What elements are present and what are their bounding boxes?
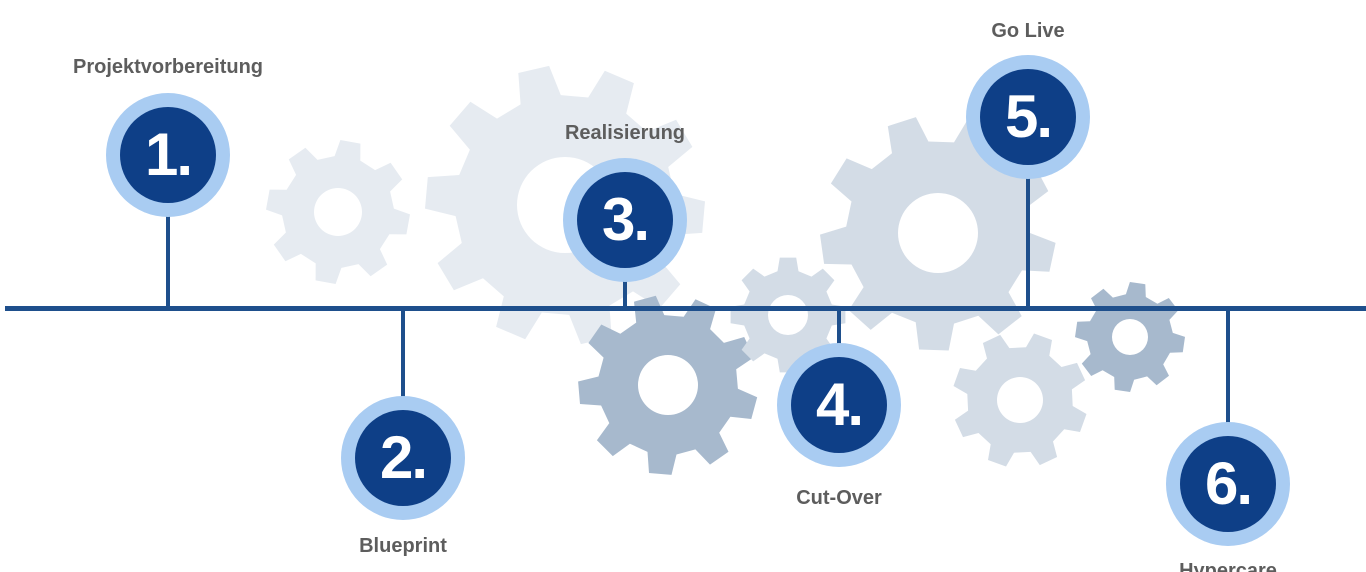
- stem-2: [401, 309, 405, 401]
- milestone-label-4: Cut-Over: [796, 487, 882, 509]
- stem-6: [1226, 309, 1230, 424]
- gear-icon: [953, 333, 1087, 467]
- stem-5: [1026, 172, 1030, 308]
- stem-4: [837, 309, 841, 352]
- milestone-2: 2.: [341, 396, 465, 520]
- milestone-label-1: Projektvorbereitung: [72, 56, 264, 78]
- milestone-label-5: Go Live: [991, 20, 1065, 42]
- milestone-number: 5.: [980, 69, 1076, 165]
- milestone-number: 1.: [120, 107, 216, 203]
- milestone-number: 4.: [791, 357, 887, 453]
- timeline-line: [5, 306, 1366, 311]
- gear-icon: [578, 295, 758, 475]
- milestone-5: 5.: [966, 55, 1090, 179]
- milestone-6: 6.: [1166, 422, 1290, 546]
- milestone-number: 6.: [1180, 436, 1276, 532]
- gear-icon: [1075, 282, 1185, 392]
- gear-icon: [820, 117, 1056, 351]
- milestone-number: 3.: [577, 172, 673, 268]
- milestone-1: 1.: [106, 93, 230, 217]
- stem-1: [166, 200, 170, 308]
- milestone-number: 2.: [355, 410, 451, 506]
- milestone-label-2: Blueprint: [359, 535, 447, 557]
- gear-icon: [266, 140, 410, 284]
- stem-3: [623, 270, 627, 308]
- milestone-4: 4.: [777, 343, 901, 467]
- gear-icon: [730, 257, 846, 373]
- milestone-label-3: Realisierung: [564, 122, 686, 144]
- milestone-label-6: Hypercare: [1179, 560, 1277, 572]
- milestone-3: 3.: [563, 158, 687, 282]
